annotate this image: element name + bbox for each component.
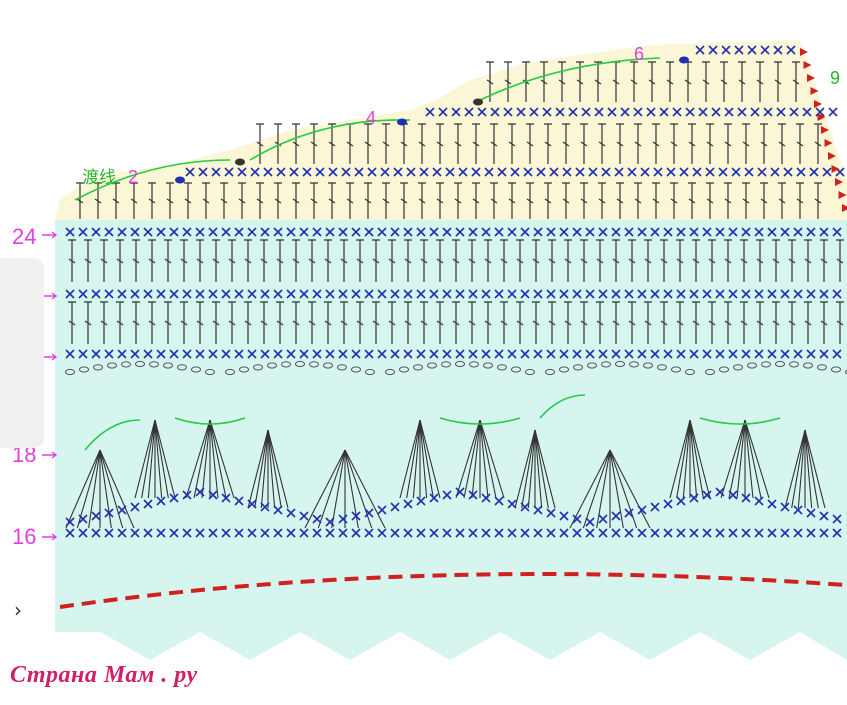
step-label-2: 2 — [128, 167, 138, 187]
row-arrow — [42, 232, 56, 238]
marker-dot — [175, 177, 185, 184]
row-arrow — [42, 354, 56, 360]
annotation-cross-thread: 渡线 — [82, 168, 116, 187]
row-label-24: 24 — [12, 224, 36, 249]
step-label-4: 4 — [366, 108, 376, 128]
marker-dot — [473, 99, 483, 106]
marker-dot — [235, 159, 245, 166]
step-label-9: 9 — [830, 68, 840, 88]
site-watermark: Страна Мам . ру — [10, 662, 198, 689]
row-label-16: 16 — [12, 524, 36, 549]
row-arrow — [42, 293, 56, 299]
sc-stitch — [829, 108, 837, 116]
row-arrow — [42, 452, 56, 458]
marker-dot — [397, 119, 407, 126]
row-arrow — [42, 534, 56, 540]
side-panel-handle[interactable]: › — [0, 258, 44, 448]
marker-dot — [679, 57, 689, 64]
step-label-6: 6 — [634, 44, 644, 64]
chevron-right-icon[interactable]: › — [14, 598, 22, 622]
